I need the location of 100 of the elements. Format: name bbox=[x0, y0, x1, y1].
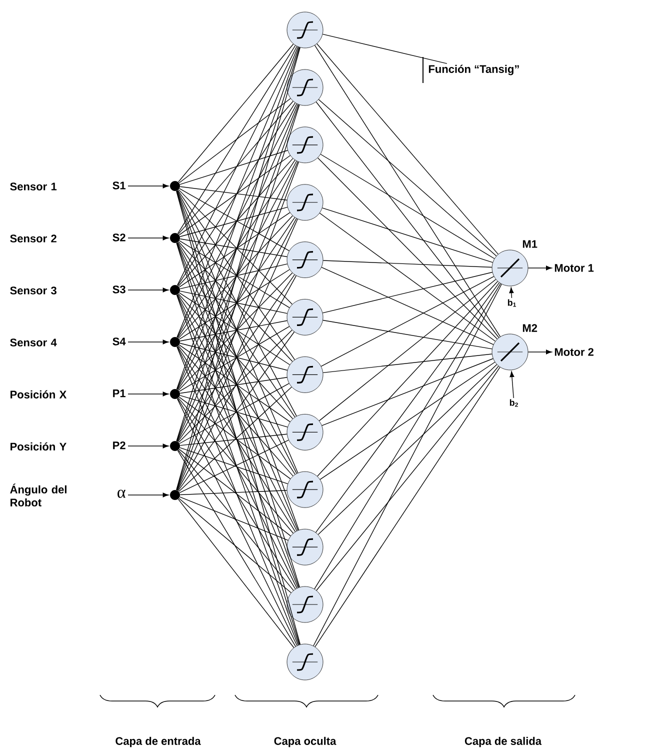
connection-line bbox=[317, 281, 498, 477]
sigmoid-neuron bbox=[286, 644, 324, 680]
connection-line bbox=[180, 447, 288, 484]
input-label: Posición Y P2 bbox=[10, 442, 126, 450]
arrow bbox=[128, 492, 169, 498]
linear-neuron bbox=[492, 334, 528, 370]
connection-line bbox=[322, 34, 448, 64]
input-label: Posición X P1 bbox=[10, 390, 126, 398]
connection-line bbox=[180, 186, 288, 200]
connection-line bbox=[313, 284, 502, 646]
sigmoid-neuron bbox=[286, 414, 324, 450]
connection-line bbox=[178, 44, 294, 182]
connection-line bbox=[178, 396, 291, 480]
arrow bbox=[528, 350, 552, 354]
connection-line bbox=[178, 98, 291, 184]
bias-label: b$_{1}$ bbox=[508, 299, 516, 307]
arrow bbox=[128, 184, 169, 188]
connection-line bbox=[177, 218, 297, 442]
connection-line bbox=[317, 157, 498, 340]
connection-line bbox=[177, 346, 296, 532]
connection-line bbox=[179, 269, 290, 340]
connection-line bbox=[178, 398, 294, 534]
node-caption: M1 bbox=[522, 240, 538, 248]
arrow bbox=[128, 236, 169, 240]
connection-line bbox=[176, 161, 298, 442]
connection-line bbox=[179, 240, 290, 308]
connection-line bbox=[180, 377, 288, 394]
arrow bbox=[509, 287, 514, 298]
connection-line bbox=[322, 358, 494, 426]
sigmoid-neuron bbox=[286, 299, 324, 336]
connection-line bbox=[320, 276, 494, 367]
connection-line bbox=[321, 266, 494, 345]
connection-line bbox=[178, 158, 294, 286]
connection-line bbox=[177, 160, 297, 390]
connection-line bbox=[316, 366, 499, 591]
arrow bbox=[510, 371, 514, 398]
connection-line bbox=[180, 238, 288, 258]
connection-line bbox=[320, 362, 496, 480]
connection-line bbox=[320, 154, 495, 259]
connection-line bbox=[322, 260, 492, 268]
output-label: Motor 1 bbox=[554, 264, 594, 272]
sigmoid-neuron bbox=[286, 528, 324, 566]
connection-line bbox=[178, 274, 295, 442]
connection-line bbox=[316, 102, 500, 338]
connection-line bbox=[178, 498, 292, 594]
connection-line bbox=[179, 188, 290, 252]
layer-label: Capa de salida bbox=[464, 736, 542, 748]
connection-line bbox=[178, 498, 294, 648]
arrow bbox=[128, 288, 169, 292]
connection-line bbox=[180, 206, 288, 237]
connection-line bbox=[177, 103, 298, 338]
connection-line bbox=[178, 189, 293, 305]
connection-line bbox=[180, 150, 288, 185]
connection-line bbox=[322, 320, 492, 350]
connection-line bbox=[176, 294, 298, 588]
connection-line bbox=[178, 190, 296, 360]
connection-line bbox=[178, 450, 294, 591]
connection-line bbox=[319, 212, 496, 342]
connection-line bbox=[322, 354, 492, 374]
connection-line bbox=[177, 450, 296, 647]
connection-line bbox=[178, 346, 294, 476]
connection-line bbox=[180, 342, 288, 371]
input-label: Ángulo del Robot α bbox=[10, 484, 126, 506]
connection-line bbox=[176, 46, 298, 338]
connection-line bbox=[177, 275, 297, 491]
connection-line bbox=[179, 440, 289, 494]
connection-line bbox=[177, 294, 298, 532]
sigmoid-neuron bbox=[286, 126, 324, 164]
connection-line bbox=[178, 448, 291, 536]
layer-label: Capa oculta bbox=[274, 736, 336, 748]
connection-line bbox=[176, 242, 298, 531]
linear-neuron bbox=[492, 250, 528, 286]
connection-line bbox=[177, 242, 297, 474]
connection-line bbox=[178, 160, 296, 338]
sigmoid-neuron bbox=[286, 471, 324, 508]
connection-line bbox=[178, 294, 296, 475]
connection-line bbox=[177, 398, 296, 590]
arrow bbox=[128, 392, 169, 396]
connection-line bbox=[316, 43, 498, 255]
connection-line bbox=[314, 283, 501, 590]
connection-line bbox=[178, 217, 296, 390]
connection-line bbox=[178, 242, 296, 418]
connection-line bbox=[180, 320, 288, 342]
connection-line bbox=[178, 332, 295, 492]
connection-line bbox=[318, 99, 497, 256]
connection-line bbox=[178, 212, 290, 288]
connection-line bbox=[179, 496, 288, 541]
connection-line bbox=[179, 292, 290, 366]
connection-line bbox=[176, 346, 298, 646]
connection-line bbox=[322, 272, 493, 314]
bias-label: b$_{2}$ bbox=[510, 399, 518, 407]
connection-line bbox=[178, 293, 294, 420]
connection-line bbox=[180, 395, 288, 428]
connection-line bbox=[176, 46, 298, 286]
connection-line bbox=[318, 364, 498, 535]
sigmoid-neuron bbox=[286, 12, 324, 48]
connection-line bbox=[314, 45, 501, 337]
connection-line bbox=[180, 264, 288, 290]
connection-line bbox=[178, 344, 290, 422]
connection-line bbox=[178, 155, 291, 236]
